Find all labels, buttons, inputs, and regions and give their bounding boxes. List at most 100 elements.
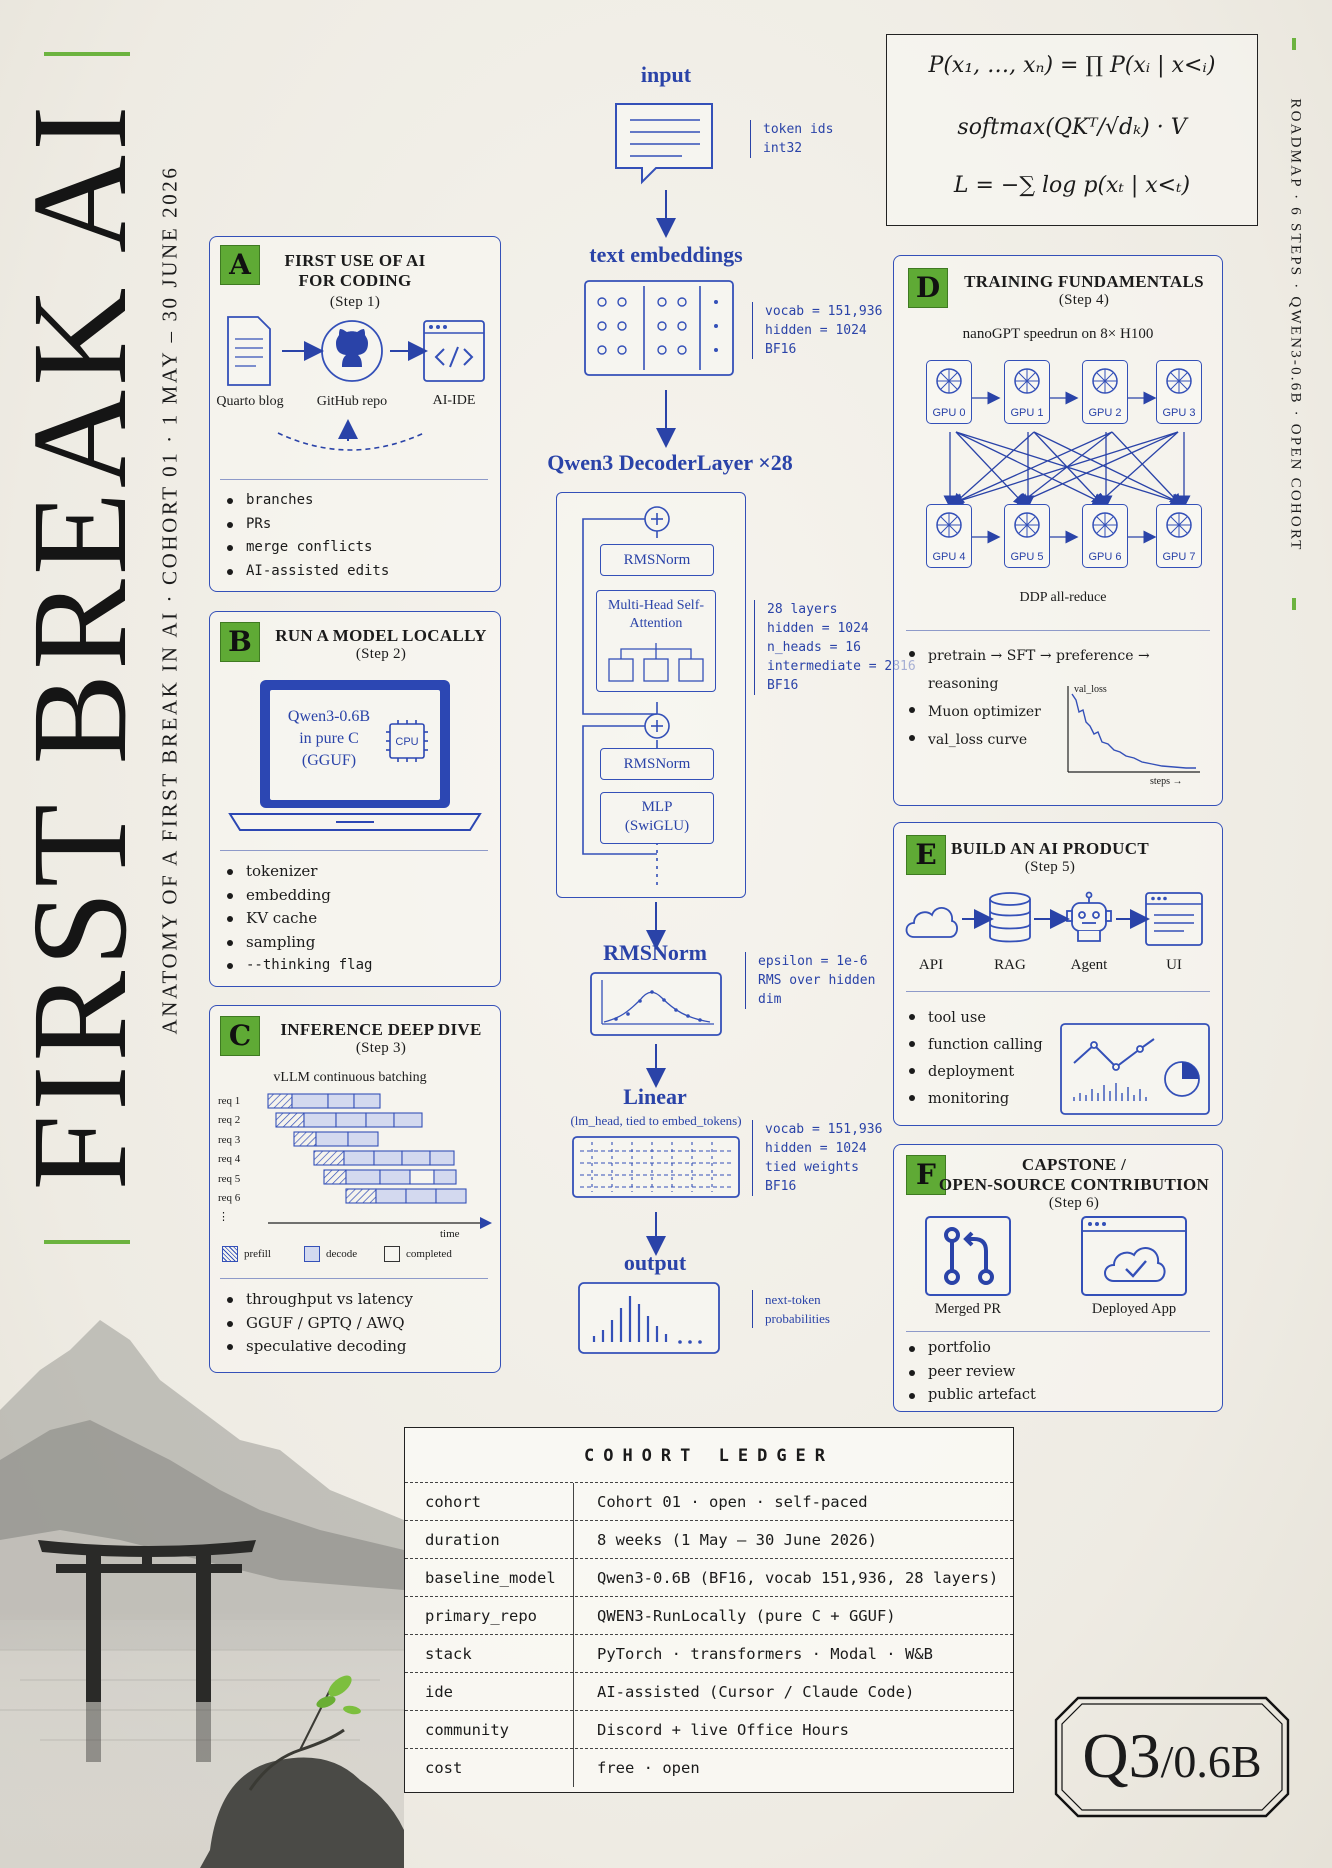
decoder-rmsnorm-2: RMSNorm [600,748,714,780]
list-item: --thinking flag [224,954,372,978]
card-c-letter: C [220,1016,260,1056]
green-rule-bottom [44,1240,130,1244]
card-b: B RUN A MODEL LOCALLY (Step 2) Qwen3-0.6… [209,611,501,987]
card-a-title: FIRST USE OF AI FOR CODING (Step 1) [284,251,426,310]
list-item: Muon optimizer [906,698,1222,726]
document-icon [227,316,271,386]
list-item: peer review [906,1361,1036,1385]
card-f-title: CAPSTONE / OPEN-SOURCE CONTRIBUTION (Ste… [938,1155,1210,1211]
rag-label: RAG [994,957,1026,973]
ai-ide-label: AI-IDE [432,393,476,408]
list-item: monitoring [906,1086,1043,1113]
card-e-list: tool use function calling deployment mon… [906,1005,1043,1113]
cpu-label: CPU [395,736,419,748]
deployed-app-label: Deployed App [1091,1301,1177,1317]
list-item: merge conflicts [224,536,389,560]
list-item: AI-assisted edits [224,560,389,584]
rmsnorm-title: RMSNorm [603,940,707,965]
card-f-letter: F [906,1155,946,1195]
ledger-title: COHORT LEDGER [583,1446,835,1466]
monitoring-dashboard-icon [1060,1023,1210,1115]
deployed-app-icon [1081,1216,1187,1296]
ui-window-icon [1145,892,1203,946]
distribution-icon [578,1282,720,1354]
card-d-title: TRAINING FUNDAMENTALS (Step 4) [964,272,1204,308]
steps-label: steps → [1150,776,1183,787]
formula-1: P(x₁, …, xₙ) = ∏ P(xᵢ | x<ᵢ) [928,53,1216,78]
gpu-3: GPU 3 [1156,360,1202,424]
cloud-icon [905,907,958,938]
embeddings-title: text embeddings [589,242,743,267]
output-title: output [623,1250,687,1275]
ide-window-icon [423,320,485,382]
card-d: D TRAINING FUNDAMENTALS (Step 4) nanoGPT… [893,255,1223,806]
linear-title: Linear [623,1084,687,1109]
weight-matrix-icon [572,1136,740,1198]
agent-label: Agent [1070,957,1108,973]
linear-subtitle: (lm_head, tied to embed_tokens) [570,1113,742,1128]
decoder-title: Qwen3 DecoderLayer ×28 [547,450,793,475]
card-b-title: RUN A MODEL LOCALLY (Step 2) [275,626,487,662]
card-c-title: INFERENCE DEEP DIVE (Step 3) [280,1020,482,1056]
val-loss-chart [1067,686,1200,773]
list-item: pretrain → SFT → preference → reasoning [906,642,1222,698]
formula-box: P(x₁, …, xₙ) = ∏ P(xᵢ | x<ᵢ) softmax(QKᵀ… [886,34,1258,226]
input-title: input [640,62,692,87]
list-item: speculative decoding [224,1335,413,1359]
list-item: GGUF / GPTQ / AWQ [224,1312,413,1336]
rmsnorm-curve-icon [590,972,722,1036]
gpu-7: GPU 7 [1156,504,1202,568]
gpu-6: GPU 6 [1082,504,1128,568]
laptop-icon [228,680,482,831]
card-a-list: branches PRs merge conflicts AI-assisted… [224,489,389,583]
card-a-letter: A [220,245,260,285]
list-item: embedding [224,884,372,908]
decoder-rmsnorm-1: RMSNorm [600,544,714,576]
list-item: public artefact [906,1384,1036,1408]
gpu-4: GPU 4 [926,504,972,568]
list-item: throughput vs latency [224,1288,413,1312]
card-b-letter: B [220,622,260,662]
card-e-letter: E [906,835,946,875]
card-d-list: pretrain → SFT → preference → reasoning … [906,642,1222,754]
chat-doc-icon [615,103,713,185]
gpu-mesh [943,391,1191,544]
gpu-2: GPU 2 [1082,360,1128,424]
list-item: deployment [906,1059,1043,1086]
list-item: portfolio [906,1337,1036,1361]
card-c-list: throughput vs latency GGUF / GPTQ / AWQ … [224,1288,413,1359]
card-a-arrows [277,341,428,451]
speedrun-label: nanoGPT speedrun on 8× H100 [962,326,1154,342]
formula-2: softmax(QKᵀ/√dₖ) · V [957,115,1187,140]
green-tick-right-top [1292,38,1296,50]
batching-legend: prefill decode completed [222,1246,492,1266]
merged-pr-label: Merged PR [934,1301,1002,1317]
badge-frame [1054,1696,1290,1818]
decoder-wiring [582,506,670,890]
merged-pr-icon [925,1216,1011,1296]
time-label: time [440,1228,460,1240]
robot-icon [1066,891,1112,942]
ui-label: UI [1166,957,1182,973]
card-e-title: BUILD AN AI PRODUCT (Step 5) [951,839,1149,875]
val-loss-label: val_loss [1074,684,1107,695]
list-item: PRs [224,513,389,537]
list-item: sampling [224,931,372,955]
card-d-letter: D [908,268,948,308]
mlp-block: MLP (SwiGLU) [600,792,714,844]
list-item: KV cache [224,907,372,931]
